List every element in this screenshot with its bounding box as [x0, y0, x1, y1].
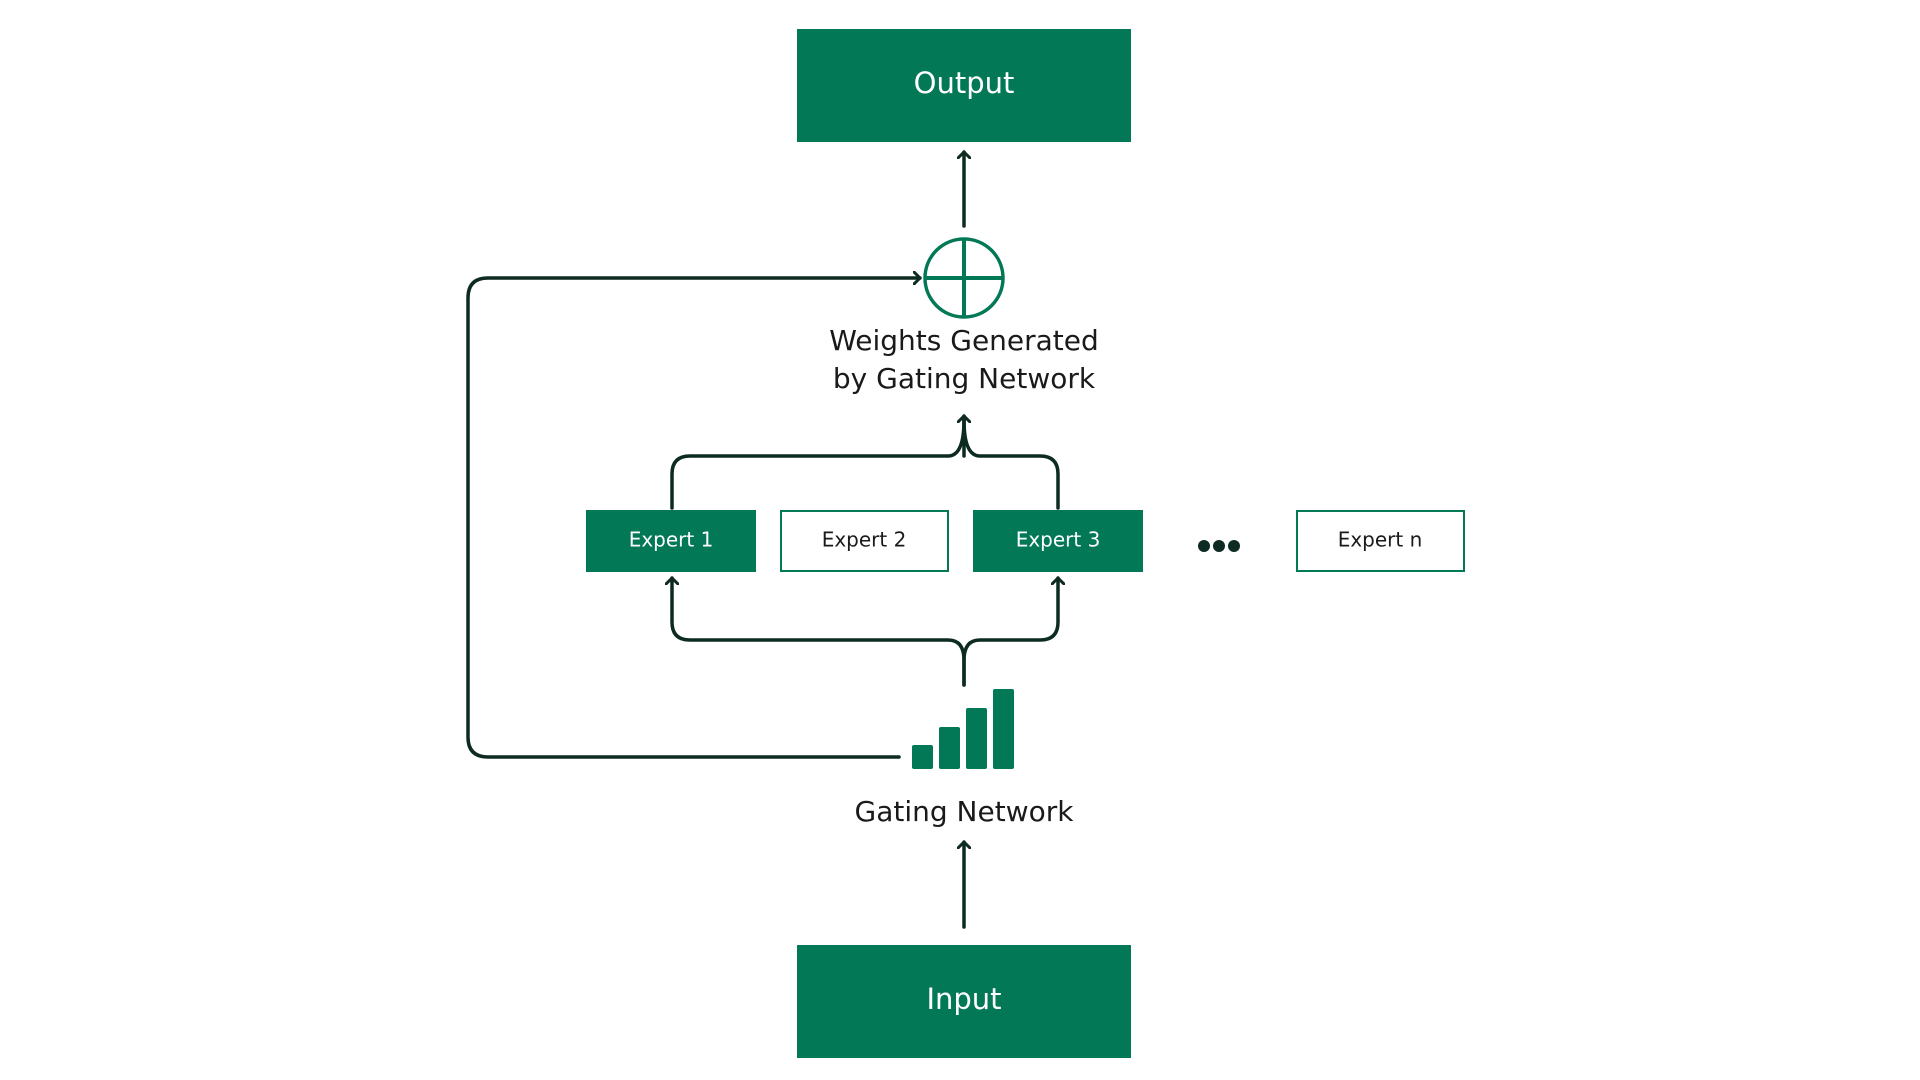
expert1-to-weights-line — [670, 418, 966, 510]
ellipsis-icon — [1198, 540, 1240, 552]
input-box-rect — [797, 945, 1131, 1058]
expert-box-n: Expert n — [1296, 510, 1465, 572]
weights-caption-line1: Weights Generated — [829, 324, 1099, 357]
expert-label-n: Expert n — [1338, 528, 1423, 552]
input-box: Input — [797, 945, 1131, 1058]
gating-network-label: Gating Network — [855, 795, 1075, 828]
gating-to-expert1-arrow — [672, 576, 966, 687]
weights-caption-line2: by Gating Network — [833, 362, 1096, 395]
bar-chart-icon — [912, 689, 1014, 769]
plus-circle-icon — [923, 237, 1005, 319]
input-label: Input — [926, 982, 1001, 1016]
expert3-to-weights-line — [962, 418, 1060, 510]
output-label: Output — [914, 66, 1015, 100]
expert-label-1: Expert 1 — [629, 528, 714, 552]
expert-box-3: Expert 3 — [973, 510, 1143, 572]
skip-connection-arrow — [466, 278, 922, 759]
expert-label-2: Expert 2 — [822, 528, 907, 552]
expert-label-3: Expert 3 — [1016, 528, 1101, 552]
expert-box-1: Expert 1 — [586, 510, 756, 572]
expert-box-2: Expert 2 — [780, 510, 949, 572]
output-box-rect — [797, 29, 1131, 142]
output-box: Output — [797, 29, 1131, 142]
gating-to-expert3-arrow — [962, 576, 1058, 687]
